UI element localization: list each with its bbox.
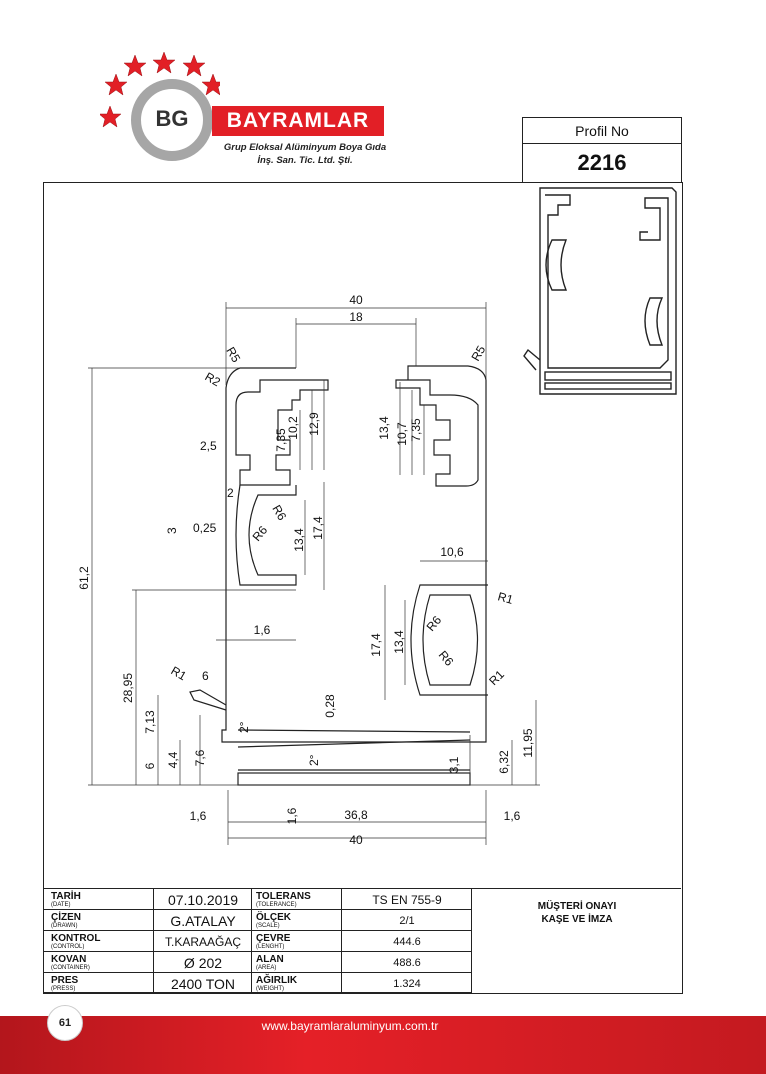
dim-angle-2a: 2° (237, 721, 251, 733)
dim-16-wall: 1,6 (254, 623, 271, 637)
dim-174-pocket-right: 17,4 (369, 633, 383, 657)
row-drawn-value: G.ATALAY (170, 913, 236, 929)
dim-radius-r6-c: R6 (424, 613, 445, 634)
brand-tagline: Grup Eloksal Alüminyum Boya Gıda İnş. Sa… (205, 141, 405, 167)
dim-opening-width: 18 (349, 310, 363, 324)
star-icon (123, 54, 147, 77)
dim-radius-r6-b: R6 (250, 523, 271, 544)
profile-number: 2216 (577, 150, 627, 175)
row-tolerance-value: TS EN 755-9 (372, 893, 442, 907)
dim-radius-r1-b: R1 (486, 667, 507, 688)
dim-107-right: 10,7 (395, 422, 409, 446)
row-weight-label: AĞIRLIK(WEIGHT) (256, 975, 298, 993)
star-icon (104, 73, 128, 96)
title-block-values (154, 889, 252, 993)
dim-angle-2b: 2° (307, 754, 321, 766)
row-scale-value: 2/1 (399, 915, 415, 927)
dim-632: 6,32 (497, 750, 511, 774)
dim-102-left: 10,2 (286, 416, 300, 440)
dimension-lines (88, 302, 540, 845)
dim-028: 0,28 (323, 694, 337, 718)
customer-approval: MÜŞTERİ ONAYI KAŞE VE İMZA (473, 900, 681, 926)
dim-106: 10,6 (440, 545, 464, 559)
profile-thumbnail (523, 187, 677, 395)
dim-025: 0,25 (193, 521, 217, 535)
title-block: TARİH(DATE) 07.10.2019 TOLERANS(TOLERANC… (43, 888, 681, 993)
dim-radius-r1-a: R1 (496, 589, 515, 607)
dim-3: 3 (165, 527, 179, 534)
dim-radius-r5-left: R5 (223, 345, 243, 366)
row-container-label: KOVAN(CONTAINER) (51, 954, 90, 972)
star-icon (201, 73, 220, 96)
dim-44: 4,4 (166, 751, 180, 768)
row-area-value: 488.6 (393, 957, 421, 969)
row-press-label: PRES(PRESS) (51, 975, 79, 993)
dim-612-overall-height: 61,2 (77, 566, 91, 590)
dim-368: 36,8 (344, 808, 368, 822)
dim-16-bottom-right: 1,6 (504, 809, 521, 823)
dim-radius-r5-right: R5 (468, 343, 488, 364)
row-tolerance-label: TOLERANS(TOLERANCE) (256, 891, 311, 909)
dim-overall-width-top: 40 (349, 293, 363, 307)
dim-radius-r6-a: R6 (269, 503, 289, 524)
dim-1195: 11,95 (521, 728, 535, 757)
dim-134-right: 13,4 (377, 416, 391, 440)
brand-name: BAYRAMLAR (212, 106, 384, 136)
dim-25: 2,5 (200, 439, 217, 453)
row-scale-label: ÖLÇEK(SCALE) (256, 912, 291, 930)
dim-31: 3,1 (447, 756, 461, 773)
tagline-line-2: İnş. San. Tic. Ltd. Şti. (257, 155, 353, 166)
row-control-value: T.KARAAĞAÇ (164, 935, 242, 949)
dim-134-pocket-left: 13,4 (292, 528, 306, 552)
page-number: 61 (47, 1005, 83, 1041)
approval-line-1: MÜŞTERİ ONAYI (537, 901, 617, 912)
row-control-label: KONTROL(CONTROL) (51, 933, 101, 951)
drawing-frame (43, 182, 683, 994)
dim-174-pocket-left: 17,4 (311, 516, 325, 540)
row-area-label: ALAN(AREA) (256, 954, 284, 972)
dim-713: 7,13 (143, 710, 157, 734)
star-icon (100, 105, 122, 128)
tagline-line-1: Grup Eloksal Alüminyum Boya Gıda (223, 142, 387, 153)
dim-735-right: 7,35 (409, 418, 423, 442)
profile-label: Profil No (523, 118, 681, 144)
row-perimeter-value: 444.6 (393, 936, 421, 948)
footer-band (0, 1016, 766, 1074)
dim-2895: 28,95 (121, 673, 135, 703)
row-drawn-label: ÇİZEN(DRAWN) (51, 912, 81, 930)
star-icon (182, 54, 206, 77)
row-date-label: TARİH(DATE) (51, 891, 81, 909)
title-block-labels-2 (252, 889, 342, 993)
star-icon (152, 51, 176, 74)
dim-radius-r6-d: R6 (436, 648, 457, 669)
row-weight-value: 1.324 (393, 978, 421, 990)
brand-logo (100, 51, 220, 161)
website-link[interactable]: www.bayramlaraluminyum.com.tr (261, 1019, 439, 1033)
dim-overall-width-bottom: 40 (349, 833, 363, 847)
dim-129-left: 12,9 (307, 412, 321, 436)
dim-2: 2 (227, 486, 234, 500)
dim-6-bottom: 6 (143, 762, 157, 769)
logo-monogram: BG (155, 106, 189, 131)
approval-line-2: KAŞE VE İMZA (541, 914, 613, 925)
row-press-value: 2400 TON (170, 976, 236, 992)
dim-6: 6 (202, 669, 209, 683)
dim-radius-r1-c: R1 (169, 663, 190, 683)
title-block-values-2 (342, 889, 472, 993)
dim-16-bottom-left: 1,6 (190, 809, 207, 823)
row-perimeter-label: ÇEVRE(LENGHT) (256, 933, 291, 951)
dim-radius-r2-left: R2 (203, 369, 224, 389)
profile-section (189, 365, 488, 786)
title-block-labels (43, 889, 154, 993)
row-container-value: Ø 202 (183, 955, 223, 971)
dim-76: 7,6 (193, 749, 207, 766)
dim-735-left: 7,35 (274, 428, 288, 452)
dim-16-bottom-mid: 1,6 (285, 807, 299, 824)
row-date-value: 07.10.2019 (167, 892, 239, 908)
dim-134-pocket-right: 13,4 (392, 630, 406, 654)
